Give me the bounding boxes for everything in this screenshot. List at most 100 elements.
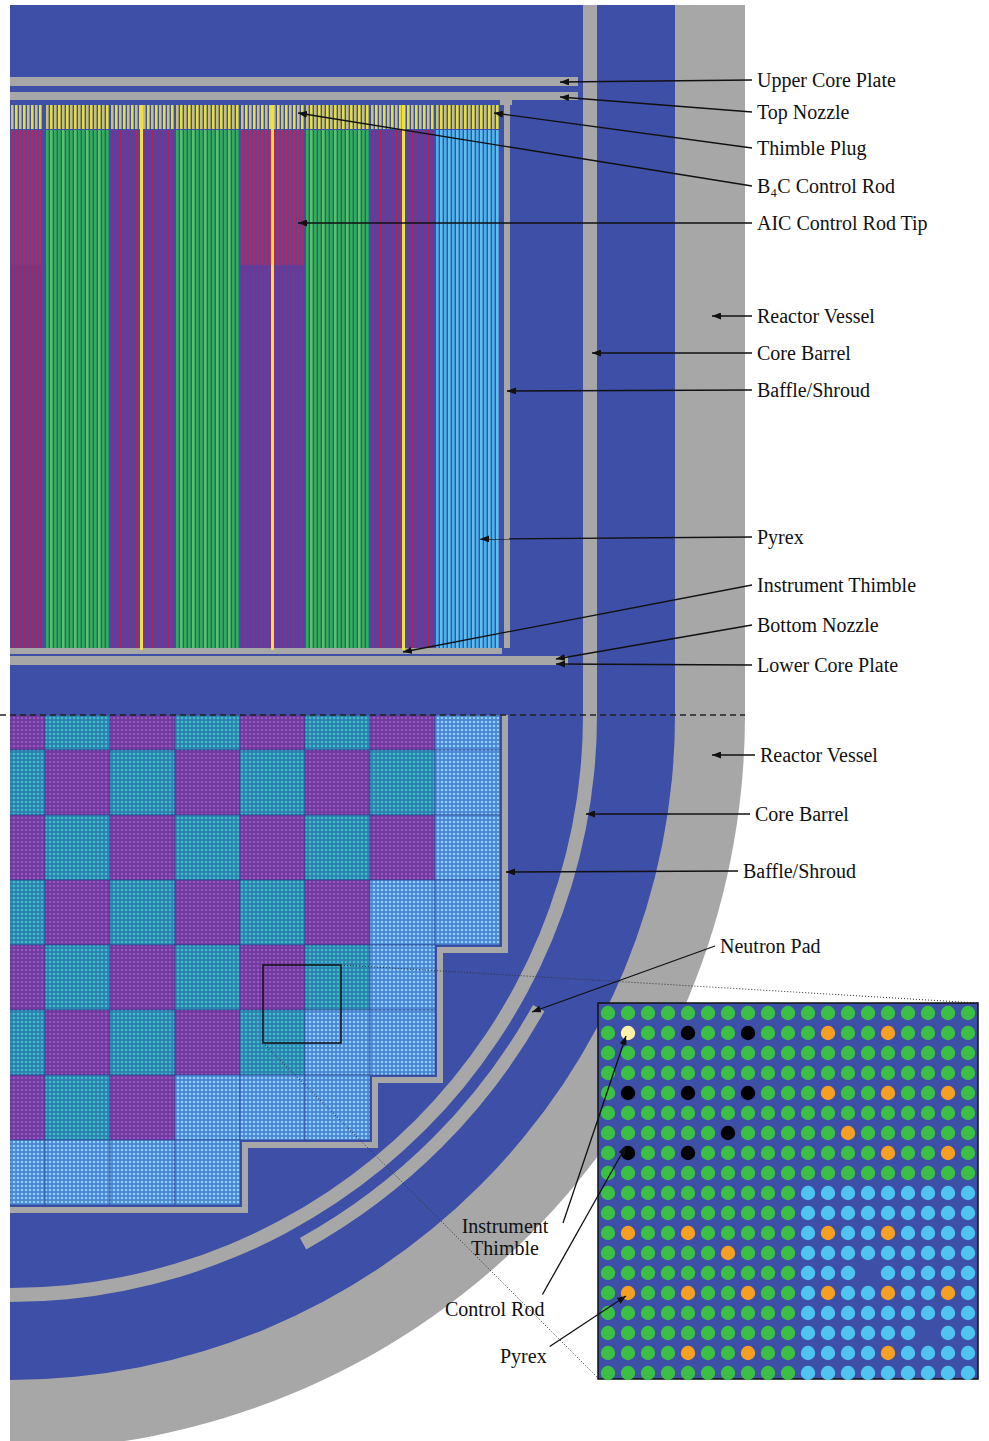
pin-cell: [821, 1226, 835, 1240]
thimble-plug: [334, 105, 337, 129]
pin-cell: [681, 1126, 695, 1140]
pin-cell: [941, 1106, 955, 1120]
aic-rod-tip: [253, 130, 256, 265]
pin-cell: [801, 1006, 815, 1020]
pin-cell: [761, 1046, 775, 1060]
pin-cell: [781, 1166, 795, 1180]
pin-cell: [601, 1366, 615, 1380]
fuel-assembly: [45, 715, 110, 750]
pin-cell: [761, 1346, 775, 1360]
pin-cell: [701, 1126, 715, 1140]
leader-line: [506, 871, 738, 872]
thimble-plug: [350, 105, 353, 129]
thimble-plug: [456, 105, 459, 129]
pin-cell: [961, 1146, 975, 1160]
pin-cell: [801, 1366, 815, 1380]
fuel-assembly: [305, 750, 370, 815]
fuel-assembly: [45, 750, 110, 815]
pin-cell: [901, 1066, 915, 1080]
pin-cell: [961, 1106, 975, 1120]
fuel-rod: [208, 130, 211, 648]
pin-cell: [641, 1126, 655, 1140]
zoom-line: [263, 1043, 598, 1378]
zoom-line: [341, 965, 978, 1003]
fuel-assembly: [10, 1140, 45, 1205]
leader-line: [556, 664, 752, 665]
fuel-rod: [188, 130, 191, 648]
pin-cell: [721, 1206, 735, 1220]
leader-line: [560, 80, 752, 82]
fuel-rod: [257, 130, 260, 648]
fuel-rod: [31, 130, 34, 648]
aic-rod-tip: [301, 130, 304, 265]
pin-cell: [881, 1286, 895, 1300]
pin-cell: [601, 1346, 615, 1360]
thimble-plug: [407, 105, 410, 129]
pin-cell: [781, 1146, 795, 1160]
thimble-plug: [484, 105, 487, 129]
pin-cell: [701, 1186, 715, 1200]
baffle-wall: [504, 100, 510, 648]
pin-cell: [761, 1366, 775, 1380]
fuel-rod: [293, 130, 296, 648]
thimble-plug: [19, 105, 22, 129]
pin-cell: [681, 1326, 695, 1340]
fuel-rod: [362, 130, 365, 648]
pin-cell: [641, 1326, 655, 1340]
thimble-plug: [90, 105, 93, 129]
pin-cell: [801, 1246, 815, 1260]
pin-cell: [821, 1246, 835, 1260]
pin-cell: [801, 1126, 815, 1140]
pin-cell: [901, 1026, 915, 1040]
pin-cell: [961, 1286, 975, 1300]
fuel-assembly: [175, 945, 240, 1010]
pin-cell: [741, 1166, 755, 1180]
pin-cell: [781, 1206, 795, 1220]
fuel-rod: [147, 130, 150, 648]
thimble-plug: [448, 105, 451, 129]
pin-cell: [961, 1026, 975, 1040]
pin-cell: [641, 1246, 655, 1260]
lower-core-plate: [10, 656, 568, 665]
pin-cell: [941, 1026, 955, 1040]
pin-cell: [661, 1306, 675, 1320]
fuel-rod: [176, 130, 179, 648]
thimble-plug: [167, 105, 170, 129]
thimble-plug: [379, 105, 382, 129]
pin-cell: [701, 1226, 715, 1240]
thimble-plug: [436, 105, 439, 129]
thimble-plug: [261, 105, 264, 129]
thimble-plug: [119, 105, 122, 129]
pin-cell: [781, 1086, 795, 1100]
pin-cell: [901, 1226, 915, 1240]
fuel-assembly: [370, 815, 435, 880]
aic-rod-tip: [245, 130, 248, 265]
pin-cell: [681, 1146, 695, 1160]
fuel-rod: [106, 130, 109, 648]
pin-cell: [861, 1206, 875, 1220]
fuel-rod: [346, 130, 349, 648]
pin-cell: [941, 1006, 955, 1020]
pin-cell: [961, 1266, 975, 1280]
pin-cell: [721, 1126, 735, 1140]
fuel-assembly: [10, 945, 45, 1010]
pin-cell: [961, 1206, 975, 1220]
pin-cell: [901, 1326, 915, 1340]
fuel-rod: [94, 130, 97, 648]
pin-cell: [781, 1346, 795, 1360]
pin-cell: [621, 1186, 635, 1200]
callout-label: Control Rod: [445, 1298, 544, 1321]
part-label: Upper Core Plate: [757, 69, 896, 92]
part-label: Core Barrel: [757, 342, 851, 365]
pin-cell: [721, 1026, 735, 1040]
thimble-plug: [452, 105, 455, 129]
pin-cell: [701, 1066, 715, 1080]
pin-cell: [641, 1166, 655, 1180]
fuel-assembly: [175, 715, 240, 750]
pin-cell: [741, 1346, 755, 1360]
fuel-rod: [151, 130, 154, 648]
thimble-plug: [151, 105, 154, 129]
pin-cell: [761, 1306, 775, 1320]
fuel-assembly: [370, 750, 435, 815]
pin-cell: [901, 1106, 915, 1120]
